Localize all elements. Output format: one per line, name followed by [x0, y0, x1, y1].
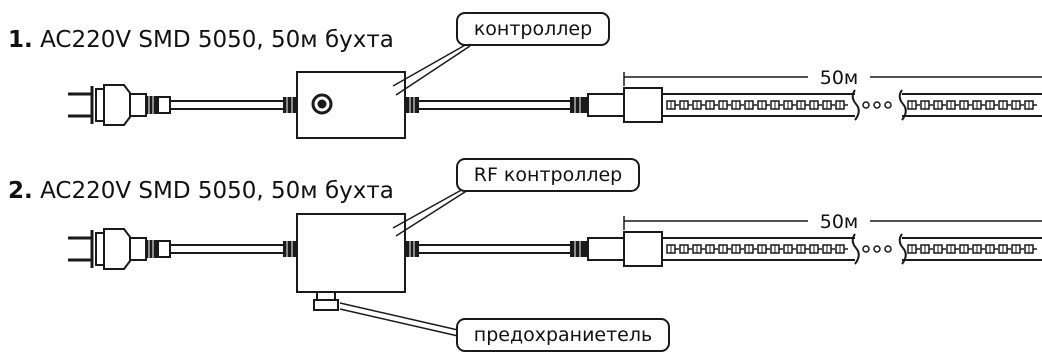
- led-chip-icon: [679, 100, 693, 110]
- cable-sleeve-icon: [283, 97, 297, 113]
- led-chip-icon: [718, 100, 732, 110]
- led-chip-icon: [822, 244, 836, 254]
- rf-controller-box: [296, 213, 406, 293]
- led-chip-icon: [998, 244, 1012, 254]
- strip-connector: [587, 237, 625, 261]
- led-chip-icon: [796, 244, 810, 254]
- led-chip-icon: [972, 100, 986, 110]
- led-chip-icon: [985, 244, 999, 254]
- fuse-callout: предохраниетель: [456, 318, 670, 352]
- diagram-1-number: 1.: [8, 27, 33, 53]
- led-chip-icon: [770, 244, 784, 254]
- led-chip-icon: [907, 244, 921, 254]
- led-chip-icon: [809, 100, 823, 110]
- led-chip-icon: [1011, 100, 1025, 110]
- led-chip-icon: [920, 244, 934, 254]
- led-chip-icon: [1024, 244, 1038, 254]
- diagram-2-number: 2.: [8, 178, 33, 204]
- led-chip-icon: [1024, 100, 1038, 110]
- led-chip-icon: [959, 244, 973, 254]
- led-chip-icon: [920, 100, 934, 110]
- led-chip-icon: [933, 244, 947, 254]
- led-chip-icon: [744, 100, 758, 110]
- led-chip-icon: [959, 100, 973, 110]
- plug-icon: [66, 227, 172, 271]
- led-chip-icon: [972, 244, 986, 254]
- diagram-2-title-text: AC220V SMD 5050, 50м бухта: [40, 178, 394, 204]
- led-chip-icon: [835, 100, 849, 110]
- led-chip-icon: [946, 100, 960, 110]
- led-chip-icon: [796, 100, 810, 110]
- led-chip-icon: [692, 244, 706, 254]
- led-chip-icon: [718, 244, 732, 254]
- led-chip-icon: [705, 244, 719, 254]
- diagram-1-drawing: 50м: [66, 43, 1042, 139]
- led-chip-icon: [679, 244, 693, 254]
- led-chip-icon: [757, 244, 771, 254]
- controller-callout: контроллер: [456, 12, 610, 46]
- diagram-2-title: 2. AC220V SMD 5050, 50м бухта: [8, 178, 394, 204]
- rf-controller-leader-line: [392, 187, 466, 229]
- diagram-2-drawing: 50м: [66, 187, 1042, 337]
- length-label: 50м: [820, 67, 859, 89]
- rf-controller-callout: RF контроллер: [456, 158, 640, 192]
- fuse-leader-line: [339, 302, 459, 331]
- led-chip-icon: [907, 100, 921, 110]
- led-chip-icon: [744, 244, 758, 254]
- led-chip-icon: [809, 244, 823, 254]
- led-chip-icon: [666, 244, 680, 254]
- controller-leader-line: [392, 43, 468, 87]
- led-chip-icon: [783, 100, 797, 110]
- led-chip-icon: [1011, 244, 1025, 254]
- led-chip-icon: [783, 244, 797, 254]
- diagram-1-title-text: AC220V SMD 5050, 50м бухта: [40, 27, 394, 53]
- led-chip-icon: [731, 244, 745, 254]
- led-chip-icon: [666, 100, 680, 110]
- led-chip-icon: [692, 100, 706, 110]
- led-chip-icon: [731, 100, 745, 110]
- led-chip-icon: [822, 100, 836, 110]
- plug-icon: [66, 83, 172, 127]
- led-chip-icon: [985, 100, 999, 110]
- led-chip-icon: [705, 100, 719, 110]
- led-chip-icon: [757, 100, 771, 110]
- strip-connector: [587, 93, 625, 117]
- length-label: 50м: [820, 211, 859, 233]
- diagram-1-title: 1. AC220V SMD 5050, 50м бухта: [8, 27, 394, 53]
- led-chip-icon: [946, 244, 960, 254]
- cable-sleeve-icon: [283, 241, 297, 257]
- led-chip-icon: [770, 100, 784, 110]
- fuse-icon: [316, 291, 336, 301]
- led-chip-icon: [933, 100, 947, 110]
- led-chip-icon: [835, 244, 849, 254]
- led-chip-icon: [998, 100, 1012, 110]
